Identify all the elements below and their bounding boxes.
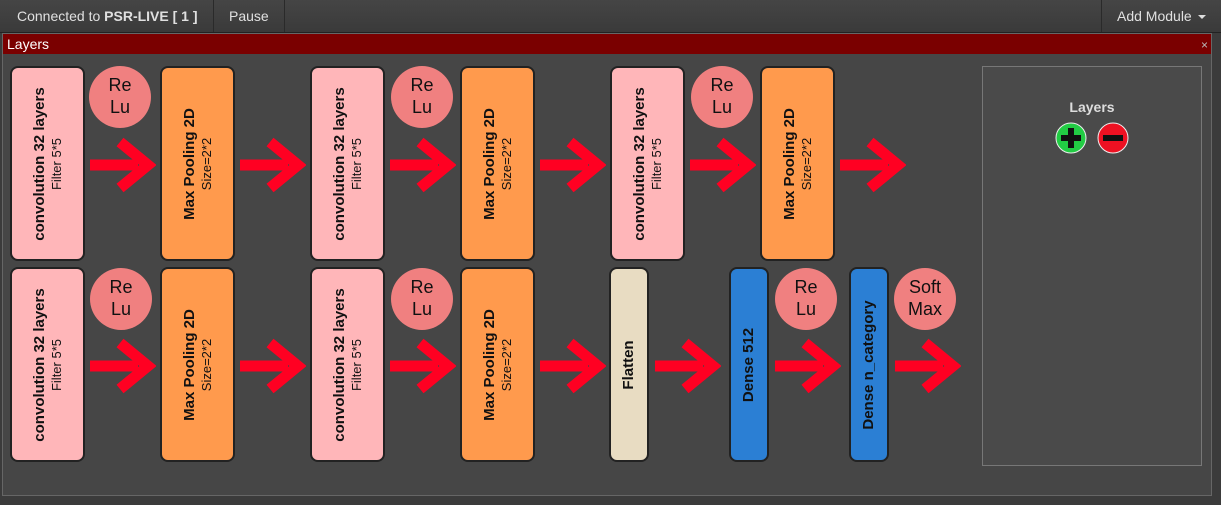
arrow-right-icon — [390, 137, 456, 193]
pause-button[interactable]: Pause — [229, 8, 269, 24]
minus-circle-icon[interactable] — [1097, 122, 1129, 154]
arrow-right-icon — [690, 137, 756, 193]
toolbar-divider — [284, 0, 285, 32]
arrow-right-icon — [840, 137, 906, 193]
flatten-block[interactable]: Flatten — [609, 267, 649, 462]
caret-down-icon — [1197, 15, 1206, 20]
add-module-button[interactable]: Add Module — [1117, 0, 1206, 32]
dense-n-category-block[interactable]: Dense n_category — [849, 267, 889, 462]
arrow-right-icon — [895, 338, 961, 394]
arrow-right-icon — [655, 338, 721, 394]
toolbar-divider — [213, 0, 214, 32]
arrow-right-icon — [240, 137, 306, 193]
connection-status: Connected to PSR-LIVE [ 1 ] — [17, 8, 198, 24]
arrow-right-icon — [90, 338, 156, 394]
dense-512-block[interactable]: Dense 512 — [729, 267, 769, 462]
arrow-right-icon — [90, 137, 156, 193]
toolbar-divider — [1101, 0, 1102, 32]
arrow-right-icon — [540, 137, 606, 193]
layers-control-panel: Layers — [982, 66, 1202, 466]
layers-label: Layers — [1069, 99, 1115, 115]
close-icon[interactable]: × — [1200, 38, 1208, 52]
plus-circle-icon[interactable] — [1055, 122, 1087, 154]
arrow-right-icon — [775, 338, 841, 394]
top-toolbar: Connected to PSR-LIVE [ 1 ] Pause Add Mo… — [0, 0, 1221, 33]
panel-title-bar: Layers × — [3, 34, 1211, 54]
arrow-right-icon — [540, 338, 606, 394]
arrow-right-icon — [390, 338, 456, 394]
panel-title: Layers — [7, 36, 50, 52]
arrow-right-icon — [240, 338, 306, 394]
